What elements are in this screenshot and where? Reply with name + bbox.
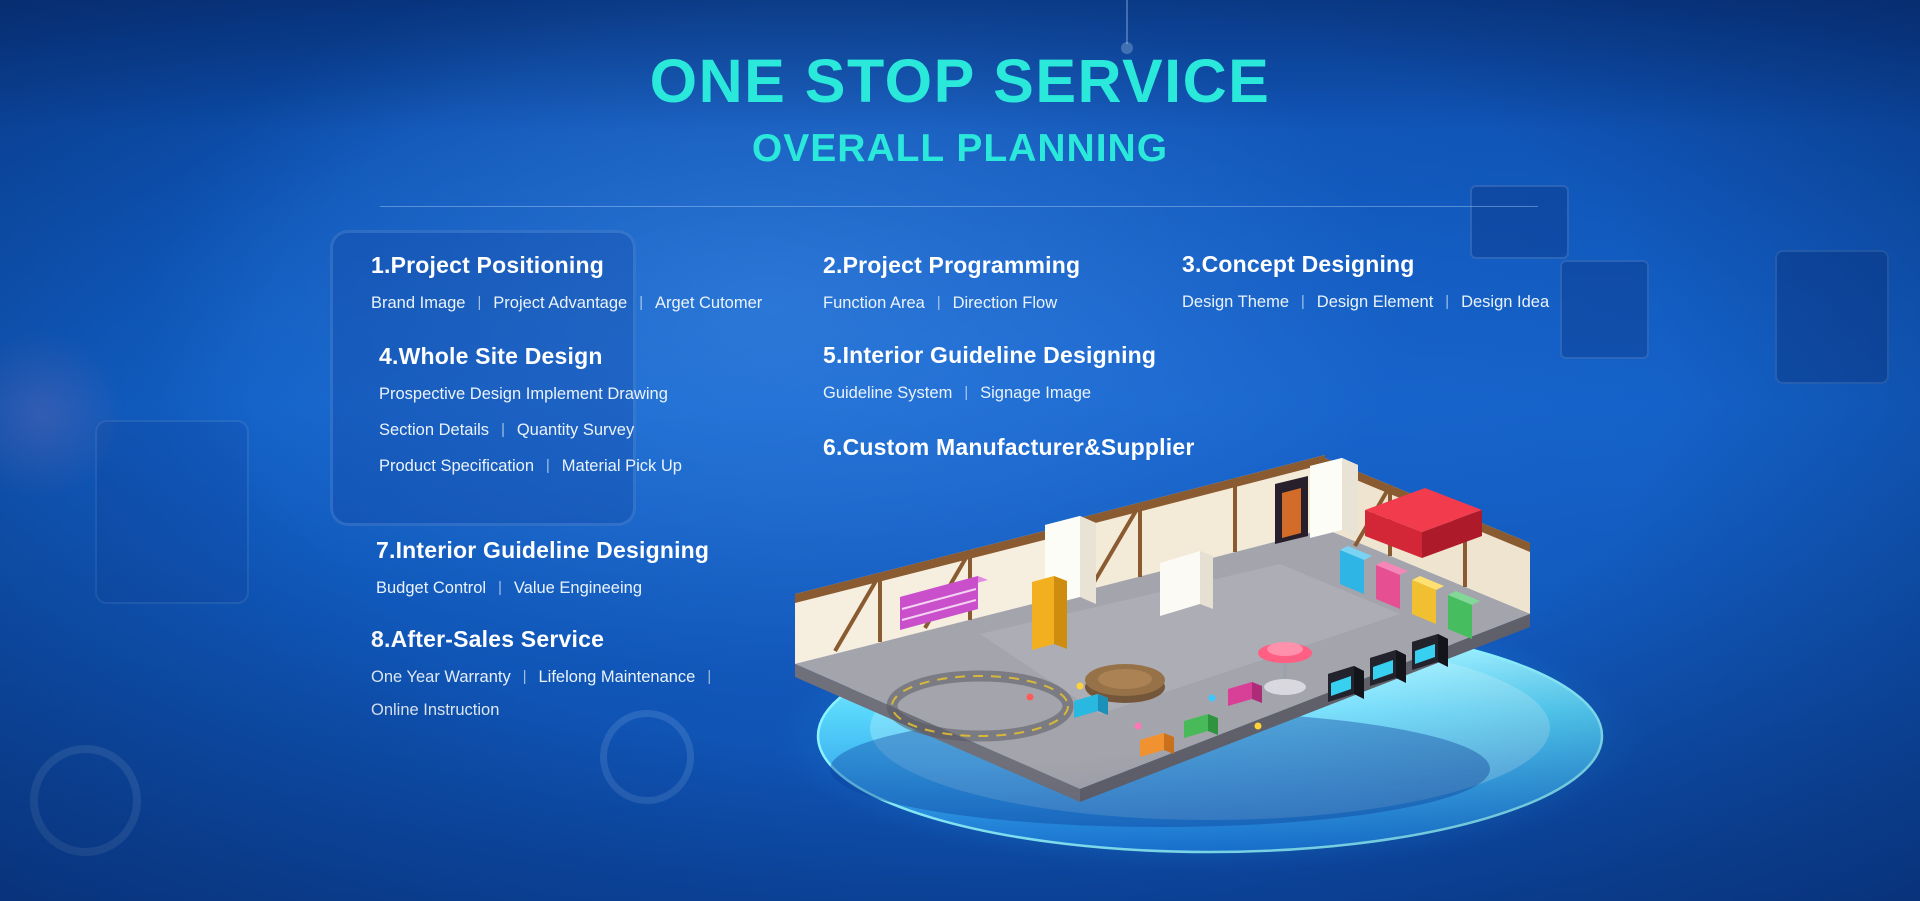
service-item: Direction Flow (952, 294, 1058, 312)
service-title: 2.Project Programming (823, 252, 1081, 278)
divider (380, 206, 1538, 207)
service-item: Design Idea (1461, 293, 1550, 311)
service-items: Product Specification | Material Pick Up (379, 457, 682, 476)
service-title: 7.Interior Guideline Designing (376, 537, 710, 563)
separator: | (477, 295, 482, 311)
service-item: Design Theme (1182, 293, 1290, 311)
service-item: Quantity Survey (516, 421, 635, 439)
service-block-project-positioning: 1.Project Positioning Brand Image | Proj… (371, 252, 762, 313)
service-item: One Year Warranty (371, 668, 511, 686)
service-block-interior-guideline-designing: 5.Interior Guideline Designing Guideline… (823, 342, 1156, 403)
service-item: Project Advantage (493, 294, 628, 312)
separator: | (1301, 294, 1305, 310)
service-item: Product Specification (379, 457, 535, 475)
service-title: 1.Project Positioning (371, 252, 604, 278)
service-item: Value Engineeing (513, 579, 642, 597)
service-block-custom-manufacturer-supplier: 6.Custom Manufacturer&Supplier (823, 434, 1195, 461)
separator: | (498, 580, 502, 596)
service-item: Signage Image (980, 384, 1092, 402)
service-block-whole-site-design: 4.Whole Site Design Prospective Design I… (379, 343, 682, 476)
service-block-budget-designing: 7.Interior Guideline Designing Budget Co… (376, 537, 709, 598)
service-item: Online Instruction (371, 701, 500, 719)
service-block-project-programming: 2.Project Programming Function Area | Di… (823, 252, 1080, 313)
separator: | (546, 458, 550, 474)
service-item: Design Element (1316, 293, 1434, 311)
service-items: Guideline System | Signage Image (823, 384, 1156, 403)
service-item: Budget Control (376, 579, 487, 597)
page-title: ONE STOP SERVICE (649, 47, 1271, 115)
service-item: Arget Cutomer (654, 294, 763, 312)
service-block-after-sales-service: 8.After-Sales Service One Year Warranty … (371, 626, 823, 720)
service-items: One Year Warranty | Lifelong Maintenance… (371, 668, 823, 720)
separator: | (639, 295, 643, 311)
service-title: 6.Custom Manufacturer&Supplier (823, 434, 1195, 460)
separator: | (1445, 294, 1450, 310)
service-item: Material Pick Up (561, 457, 682, 475)
service-title: 5.Interior Guideline Designing (823, 342, 1157, 368)
separator: | (501, 422, 505, 438)
service-items: Design Theme | Design Element | Design I… (1182, 293, 1549, 312)
service-items: Function Area | Direction Flow (823, 294, 1080, 313)
service-title: 4.Whole Site Design (379, 343, 603, 369)
separator: | (522, 669, 527, 685)
service-item: Brand Image (371, 294, 466, 312)
service-items: Brand Image | Project Advantage | Arget … (371, 294, 762, 313)
separator: | (707, 669, 712, 685)
service-item: Function Area (823, 294, 925, 312)
service-items: Prospective Design Implement Drawing (379, 385, 682, 404)
service-item: Section Details (379, 421, 490, 439)
service-item: Prospective Design Implement Drawing (379, 385, 668, 403)
service-title: 8.After-Sales Service (371, 626, 605, 652)
service-title: 3.Concept Designing (1182, 251, 1415, 277)
service-items: Section Details | Quantity Survey (379, 421, 682, 440)
service-block-concept-designing: 3.Concept Designing Design Theme | Desig… (1182, 251, 1549, 312)
page-subtitle: OVERALL PLANNING (751, 127, 1169, 170)
separator: | (936, 295, 941, 311)
service-items: Budget Control | Value Engineeing (376, 579, 709, 598)
service-item: Lifelong Maintenance (538, 668, 696, 686)
separator: | (964, 385, 969, 401)
service-item: Guideline System (823, 384, 953, 402)
